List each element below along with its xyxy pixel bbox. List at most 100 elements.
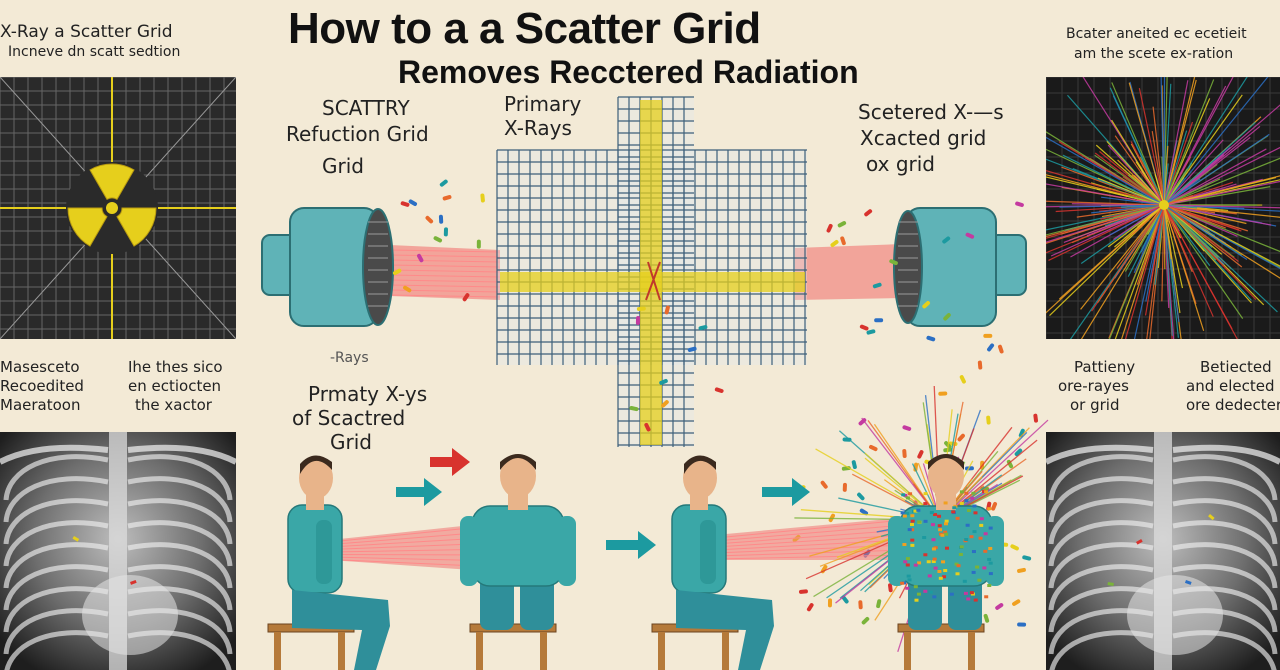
- scatter-particle: [905, 557, 910, 561]
- beam-line: [714, 529, 906, 545]
- stool-leg: [338, 632, 345, 670]
- radiation-center: [106, 202, 118, 214]
- scatter-ray: [1062, 154, 1165, 206]
- left-caption-bl-1: Masesceto: [0, 358, 80, 376]
- right-arrow-icon: [606, 531, 656, 559]
- scatter-ray: [1111, 82, 1165, 206]
- scatter-particle: [1014, 448, 1023, 457]
- scatter-particle: [927, 574, 932, 578]
- rib: [127, 542, 233, 589]
- scatter-ray: [1163, 204, 1244, 319]
- scatter-particle: [983, 333, 993, 338]
- scatter-particle: [910, 519, 915, 523]
- scatter-particle: [956, 564, 961, 568]
- scatter-particle: [636, 306, 646, 312]
- scatter-particle: [438, 214, 444, 224]
- rib: [127, 520, 233, 567]
- scatter-particle: [866, 329, 876, 335]
- scatter-particle: [969, 535, 974, 539]
- scatter-ray: [1108, 204, 1165, 339]
- scatter-ray: [1046, 200, 1165, 206]
- scatter-particle: [998, 344, 1004, 354]
- scatter-ray: [1133, 204, 1165, 339]
- rib: [1048, 476, 1154, 523]
- scatter-particle: [859, 324, 869, 331]
- scatter-particle: [698, 325, 708, 331]
- scatter-particle: [842, 437, 852, 442]
- scatter-ray: [1136, 204, 1165, 285]
- scatter-particle: [963, 591, 968, 595]
- scatter-particle: [900, 581, 905, 585]
- scatter-particle: [977, 578, 982, 582]
- scatter-particle: [874, 318, 884, 323]
- scatter-ray: [1163, 204, 1280, 212]
- scatter-particle: [820, 480, 828, 489]
- scatter-particle: [906, 574, 911, 578]
- scatter-particle: [983, 549, 988, 553]
- scatter-particle: [943, 522, 948, 526]
- scatter-ray: [1163, 130, 1188, 206]
- scatter-particle: [644, 422, 651, 432]
- scatter-particle: [861, 616, 870, 625]
- detector-icon: [893, 207, 1027, 327]
- scatter-ray: [1163, 204, 1227, 229]
- scatter-particle: [966, 508, 971, 512]
- pants: [520, 575, 554, 630]
- beam-line: [714, 554, 906, 560]
- scatter-ray: [1163, 204, 1272, 226]
- scatter-particle: [972, 530, 977, 534]
- scatter-particle: [433, 236, 443, 243]
- scatter-particle: [987, 557, 992, 561]
- scatter-particle: [798, 589, 808, 594]
- beam-line: [714, 524, 906, 542]
- right-caption-bl-3: or grid: [1070, 396, 1120, 414]
- rib: [1048, 520, 1154, 567]
- scatter-mark: [1136, 539, 1143, 545]
- left-caption-bl-3: Maeratoon: [0, 396, 81, 414]
- scatter-particle: [905, 586, 910, 590]
- scatter-ray: [1163, 77, 1234, 206]
- arm: [700, 520, 716, 584]
- scatter-particle: [905, 496, 910, 500]
- scatter-particle: [664, 305, 670, 315]
- scatter-particle: [964, 538, 969, 542]
- scatter-ray: [1163, 195, 1193, 206]
- scatter-ray: [1163, 148, 1267, 206]
- scatter-ray: [1133, 204, 1165, 274]
- scatter-particle: [954, 562, 959, 566]
- right-caption-bl-2: ore-rayes: [1058, 377, 1129, 395]
- scatter-ray: [1163, 204, 1280, 209]
- scatter-particle: [932, 557, 937, 561]
- scatter-mark: [1208, 514, 1215, 521]
- rib: [1048, 542, 1154, 589]
- scatter-particle: [923, 589, 928, 593]
- patient-figure-2: [460, 454, 576, 670]
- scatter-ray: [1163, 180, 1280, 206]
- scatter-ray: [1107, 204, 1165, 248]
- scatter-particle: [959, 375, 966, 384]
- scatter-particle: [917, 450, 924, 459]
- beam-line: [389, 294, 501, 298]
- right-scatter-panel: [1046, 77, 1280, 339]
- scatter-particle: [629, 406, 639, 412]
- left-caption-sub: Incneve dn scatt sedtion: [8, 44, 181, 60]
- scatter-ray: [1163, 79, 1197, 206]
- scatter-ray: [1080, 204, 1165, 339]
- shirt: [671, 504, 727, 594]
- shirt: [471, 505, 565, 587]
- scatter-particle: [830, 240, 839, 247]
- left-caption-br-2: en ectiocten: [128, 377, 222, 395]
- scatter-ray: [1163, 204, 1172, 260]
- shirt: [287, 504, 343, 594]
- arm: [558, 516, 576, 586]
- scatter-particle: [859, 508, 869, 516]
- scatter-particle: [659, 378, 668, 385]
- scatter-ray: [1127, 174, 1165, 206]
- chest-xray-image-detected: [1046, 432, 1280, 670]
- rib: [3, 454, 109, 501]
- scatter-particle: [987, 584, 992, 588]
- scatter-particle: [910, 514, 915, 518]
- rib: [1048, 564, 1154, 611]
- scatter-particle: [931, 538, 936, 542]
- scatter-ray: [1124, 204, 1165, 339]
